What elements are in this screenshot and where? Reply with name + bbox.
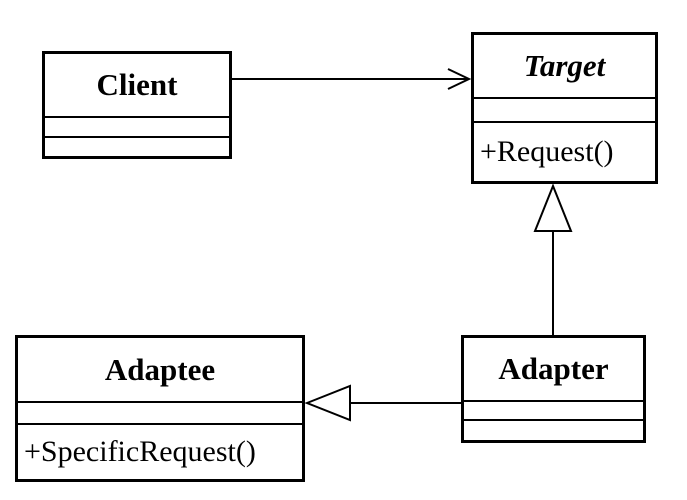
adaptee-generalization-triangle [304,384,351,422]
adapter-attributes-section [464,402,643,421]
adapter-class-name: Adapter [464,338,643,402]
target-class-name: Target [474,35,655,99]
client-class-name: Client [45,54,229,118]
client-attributes-section [45,118,229,138]
adapter-class-box[interactable]: Adapter [461,335,646,443]
target-generalization-triangle [533,183,573,232]
adaptee-class-box[interactable]: Adaptee +SpecificRequest() [15,335,305,482]
target-operations-section: +Request() [480,135,614,168]
adaptee-operations-section: +SpecificRequest() [24,435,256,468]
adaptee-class-name: Adaptee [18,338,302,403]
target-attributes-section [474,99,655,123]
client-operations-section [45,138,229,158]
adaptee-attributes-section [18,403,302,425]
adapter-operations-section [464,421,643,440]
client-class-box[interactable]: Client [42,51,232,159]
association-open-arrowhead [447,68,472,90]
target-class-box[interactable]: Target +Request() [471,32,658,184]
